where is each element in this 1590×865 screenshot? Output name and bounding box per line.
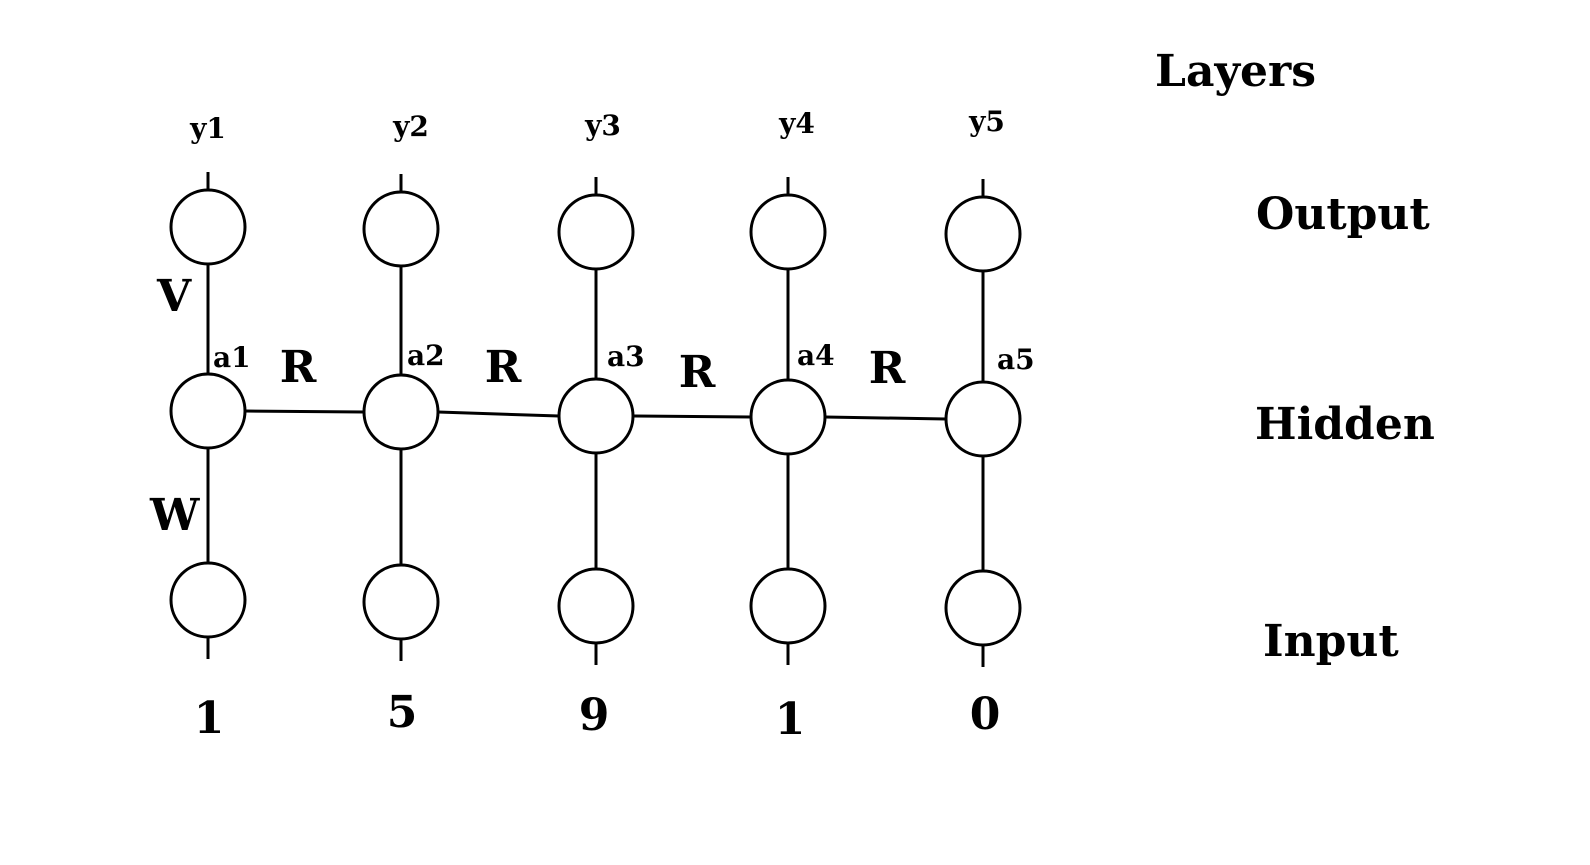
hidden-label-5: a5 [997,343,1035,376]
output-node-5 [944,195,1022,273]
recurrent-link-1 [244,409,365,414]
output-node-4 [749,193,827,271]
hidden-label-4: a4 [797,339,835,372]
output-label-1: y1 [189,112,226,145]
layer-output-label: Output [1256,189,1430,240]
output-node-1 [169,188,247,266]
recurrent-label-2: R [485,342,522,393]
hidden-label-3: a3 [607,340,645,373]
input-value-1: 1 [194,693,225,744]
input-value-5: 0 [970,689,1001,740]
input-value-2: 5 [387,687,418,738]
hidden-label-2: a2 [407,339,445,372]
hidden-node-4 [749,378,827,456]
connections [206,172,985,667]
input-node-4 [749,567,827,645]
weight-v-label: V [156,271,192,322]
layer-input-label: Input [1263,616,1399,667]
recurrent-label-4: R [869,343,906,394]
nodes [169,188,1022,647]
input-node-5 [944,569,1022,647]
output-label-4: y4 [778,107,815,140]
input-node-2 [362,563,440,641]
input-value-3: 9 [579,690,610,741]
output-node-2 [362,190,440,268]
labels: y1 a1 1 y2 a2 5 y3 a3 9 y4 a4 1 y5 a5 0 R R R R [189,105,1035,745]
input-value-4: 1 [775,694,806,745]
hidden-node-3 [557,377,635,455]
layer-hidden-label: Hidden [1255,399,1435,450]
hidden-label-1: a1 [213,341,251,374]
recurrent-link-4 [824,415,947,421]
output-label-5: y5 [968,105,1005,138]
input-node-1 [169,561,247,639]
hidden-node-2 [362,373,440,451]
layers-heading: Layers [1155,46,1316,97]
hidden-node-5 [944,380,1022,458]
recurrent-link-2 [437,410,560,418]
recurrent-label-1: R [280,342,317,393]
weight-w-label: W [149,490,200,541]
output-label-2: y2 [392,110,429,143]
output-label-3: y3 [584,109,621,142]
recurrent-link-3 [632,414,752,419]
input-node-3 [557,567,635,645]
hidden-node-1 [169,372,247,450]
recurrent-label-3: R [679,347,716,398]
output-node-3 [557,193,635,271]
